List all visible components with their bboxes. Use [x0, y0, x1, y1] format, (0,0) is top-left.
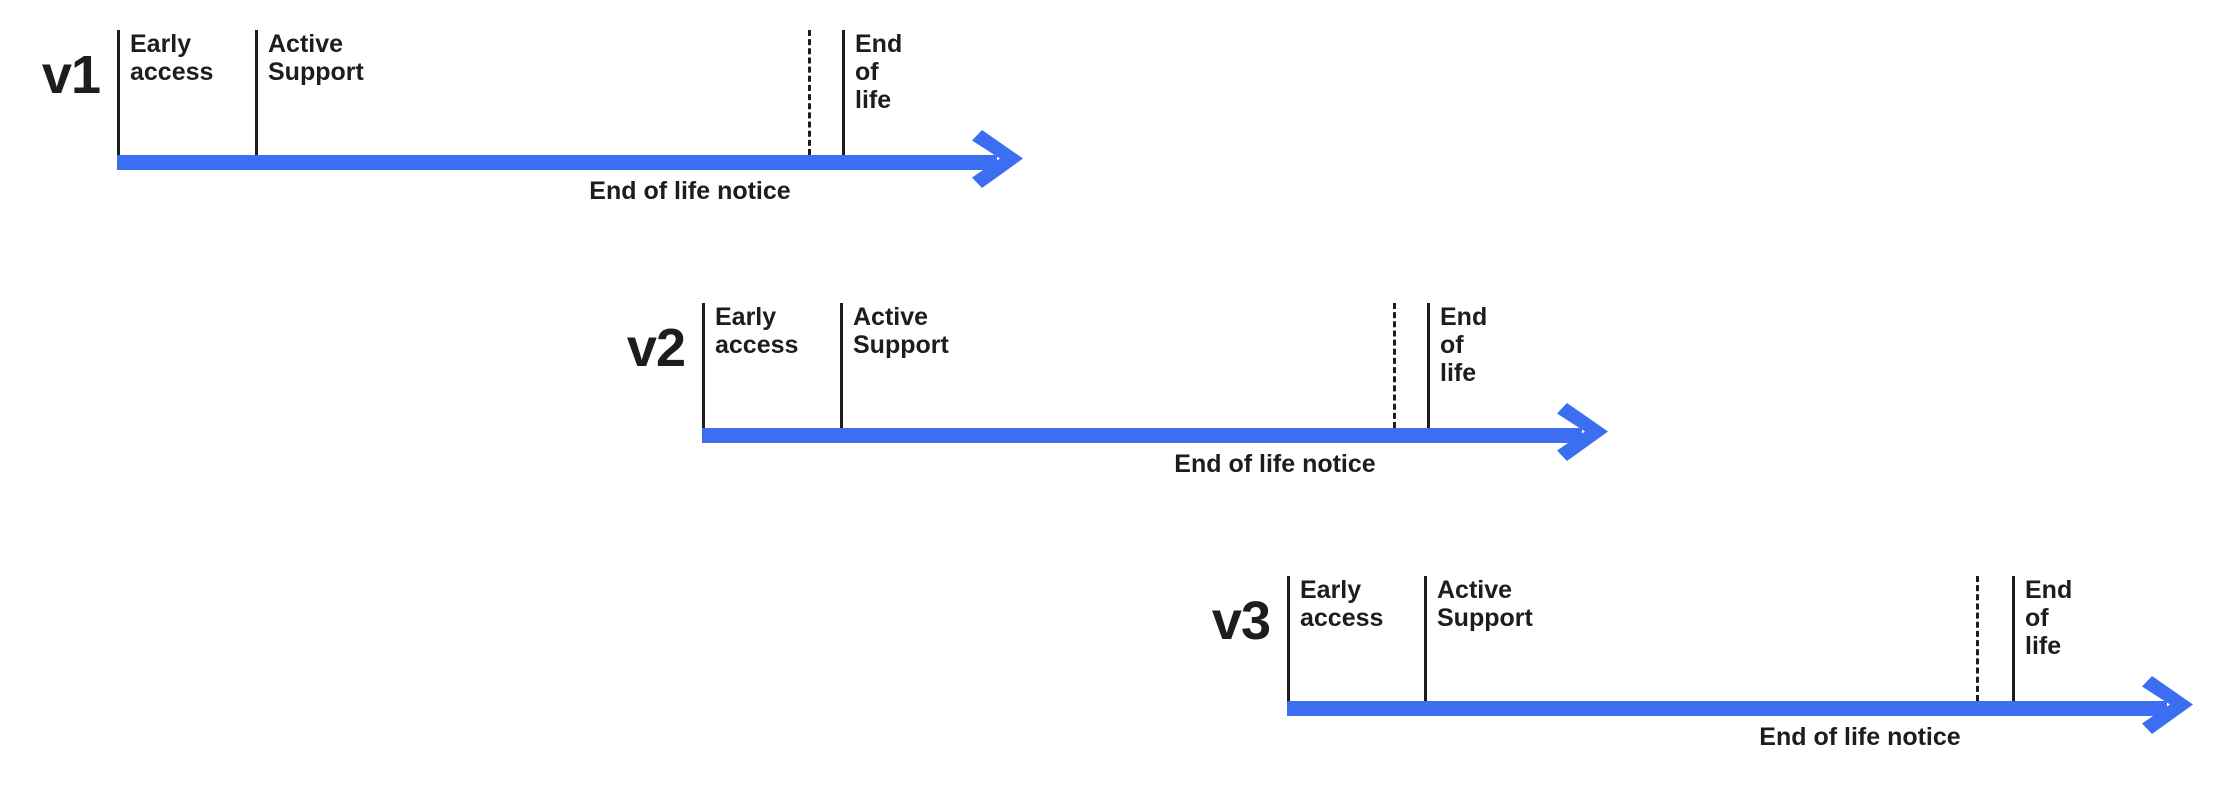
phase-label: Active Support — [853, 303, 949, 359]
phase-divider — [842, 30, 845, 155]
phase-divider — [1424, 576, 1427, 701]
phase-label: End of life — [2025, 576, 2073, 660]
phase-label: End of life — [1440, 303, 1488, 387]
phase-divider — [1287, 576, 1290, 701]
phase-divider-dashed — [808, 30, 811, 155]
timeline-arrow-head — [2135, 674, 2197, 736]
phase-divider — [1427, 303, 1430, 428]
phase-divider — [702, 303, 705, 428]
end-of-life-notice-label: End of life notice — [1759, 723, 1961, 751]
phase-label: End of life — [855, 30, 903, 114]
phase-label: Early access — [1300, 576, 1384, 632]
phase-label: Active Support — [1437, 576, 1533, 632]
timeline-arrow-head — [1550, 401, 1612, 463]
phase-divider — [2012, 576, 2015, 701]
version-label-v1: v1 — [41, 45, 101, 105]
timeline-arrow-head — [965, 128, 1027, 190]
version-label-v2: v2 — [626, 318, 686, 378]
phase-divider — [840, 303, 843, 428]
phase-label: Active Support — [268, 30, 364, 86]
phase-divider-dashed — [1393, 303, 1396, 428]
phase-divider — [255, 30, 258, 155]
phase-label: Early access — [715, 303, 799, 359]
timeline-arrow-shaft — [117, 155, 997, 170]
end-of-life-notice-label: End of life notice — [1174, 450, 1376, 478]
timeline-arrow-shaft — [1287, 701, 2167, 716]
timeline-arrow-shaft — [702, 428, 1582, 443]
phase-label: Early access — [130, 30, 214, 86]
phase-divider — [117, 30, 120, 155]
phase-divider-dashed — [1976, 576, 1979, 701]
version-label-v3: v3 — [1211, 591, 1271, 651]
end-of-life-notice-label: End of life notice — [589, 177, 791, 205]
